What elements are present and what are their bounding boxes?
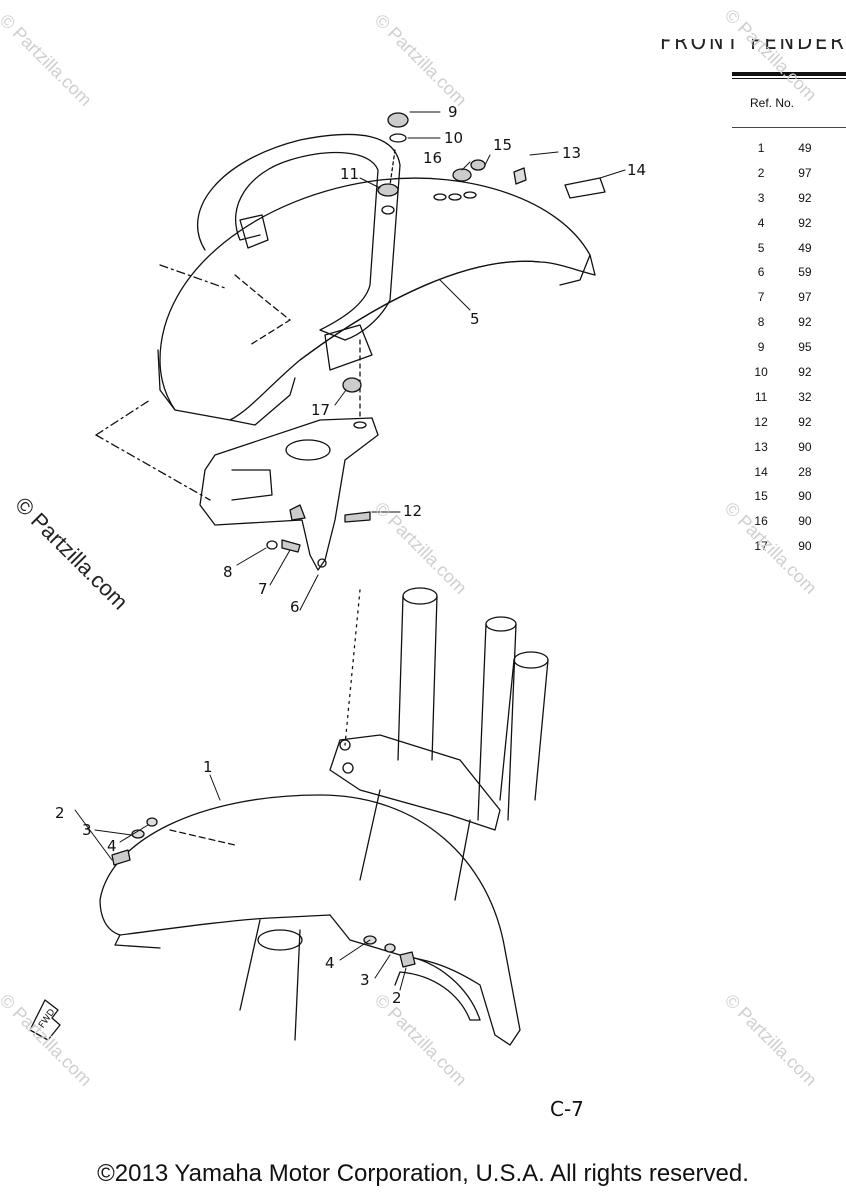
callout-4a: 4 xyxy=(107,837,117,855)
ref-number: 5 xyxy=(757,240,765,255)
callout-5: 5 xyxy=(470,310,480,328)
part-number: 92 xyxy=(798,190,812,205)
ref-number: 13 xyxy=(754,439,768,454)
callout-6: 6 xyxy=(290,598,300,616)
header-rule xyxy=(732,127,846,128)
callout-4b: 4 xyxy=(325,954,335,972)
ref-number: 4 xyxy=(757,215,765,230)
part-number: 90 xyxy=(798,539,812,554)
table-row: 7 97 xyxy=(742,290,846,315)
callout-7: 7 xyxy=(258,580,268,598)
fwd-arrow-icon xyxy=(29,999,61,1041)
ref-number: 6 xyxy=(757,265,765,280)
table-row: 1 49 xyxy=(742,141,846,166)
table-row: 13 90 xyxy=(742,440,846,465)
callout-labels: 1 2 3 4 5 6 7 8 9 10 11 12 13 14 15 16 1… xyxy=(37,103,646,1030)
part-number: 49 xyxy=(798,141,812,155)
callout-1: 1 xyxy=(203,758,213,776)
ref-number: 16 xyxy=(754,514,768,529)
part-number: 92 xyxy=(798,315,812,330)
table-row: 11 32 xyxy=(742,390,846,415)
fender-bracket xyxy=(199,417,379,571)
part-number: 90 xyxy=(798,439,812,454)
table-row: 14 28 xyxy=(742,465,846,490)
callout-9: 9 xyxy=(448,103,458,121)
part-number: 92 xyxy=(798,365,812,380)
leader-lines xyxy=(74,111,626,991)
callout-11: 11 xyxy=(340,165,359,183)
part-number: 92 xyxy=(798,414,812,429)
callout-13: 13 xyxy=(562,144,581,162)
callout-10: 10 xyxy=(444,129,463,147)
ref-number: 1 xyxy=(757,141,765,155)
part-number: 97 xyxy=(798,290,812,305)
page-title: FRONT FENDER xyxy=(660,30,846,55)
table-row: 10 92 xyxy=(742,365,846,390)
part-number: 97 xyxy=(798,165,812,180)
part-number: 92 xyxy=(798,215,812,230)
table-row: 2 97 xyxy=(742,166,846,191)
part-number: 28 xyxy=(798,464,812,479)
table-row: 6 59 xyxy=(742,265,846,290)
part-number: 90 xyxy=(798,514,812,529)
fork-assembly xyxy=(239,587,549,1041)
ref-number: 14 xyxy=(754,464,768,479)
callout-12: 12 xyxy=(403,502,422,520)
callout-8: 8 xyxy=(223,563,233,581)
ref-number: 17 xyxy=(754,539,768,554)
lower-fender xyxy=(99,794,521,1046)
ref-number: 7 xyxy=(757,290,765,305)
upper-fender xyxy=(95,133,596,501)
callout-14: 14 xyxy=(627,161,646,179)
callout-3a: 3 xyxy=(82,821,92,839)
table-row: 5 49 xyxy=(742,241,846,266)
callout-17: 17 xyxy=(311,401,330,419)
part-number: 59 xyxy=(798,265,812,280)
hardware-top xyxy=(342,112,606,393)
part-number: 90 xyxy=(798,489,812,504)
ref-number: 2 xyxy=(757,165,765,180)
page-code: C-7 xyxy=(550,1097,584,1121)
table-row: 8 92 xyxy=(742,315,846,340)
table-row: 9 95 xyxy=(742,340,846,365)
callout-2a: 2 xyxy=(55,804,65,822)
copyright-notice: ©2013 Yamaha Motor Corporation, U.S.A. A… xyxy=(97,1160,749,1187)
part-number: 49 xyxy=(798,240,812,255)
table-row: 3 92 xyxy=(742,191,846,216)
part-number: 95 xyxy=(798,340,812,355)
ref-number: 9 xyxy=(757,340,765,355)
callout-2b: 2 xyxy=(392,989,402,1007)
table-row: 12 92 xyxy=(742,415,846,440)
callout-16: 16 xyxy=(423,149,442,167)
title-rule xyxy=(732,72,846,76)
ref-number: 15 xyxy=(754,489,768,504)
title-rule-thin xyxy=(732,78,846,79)
ref-number: 11 xyxy=(754,389,768,404)
table-row: 4 92 xyxy=(742,216,846,241)
ref-number: 10 xyxy=(754,365,768,380)
parts-table: 1 49 2 97 3 92 4 92 5 49 6 59 7 97 8 92 9 95 10 92… xyxy=(742,141,846,564)
ref-number: 3 xyxy=(757,190,765,205)
ref-number: 8 xyxy=(757,315,765,330)
ref-number: 12 xyxy=(754,414,768,429)
part-number: 32 xyxy=(798,389,812,404)
callout-3b: 3 xyxy=(360,971,370,989)
callout-15: 15 xyxy=(493,136,512,154)
ref-no-header: Ref. No. xyxy=(750,96,795,110)
